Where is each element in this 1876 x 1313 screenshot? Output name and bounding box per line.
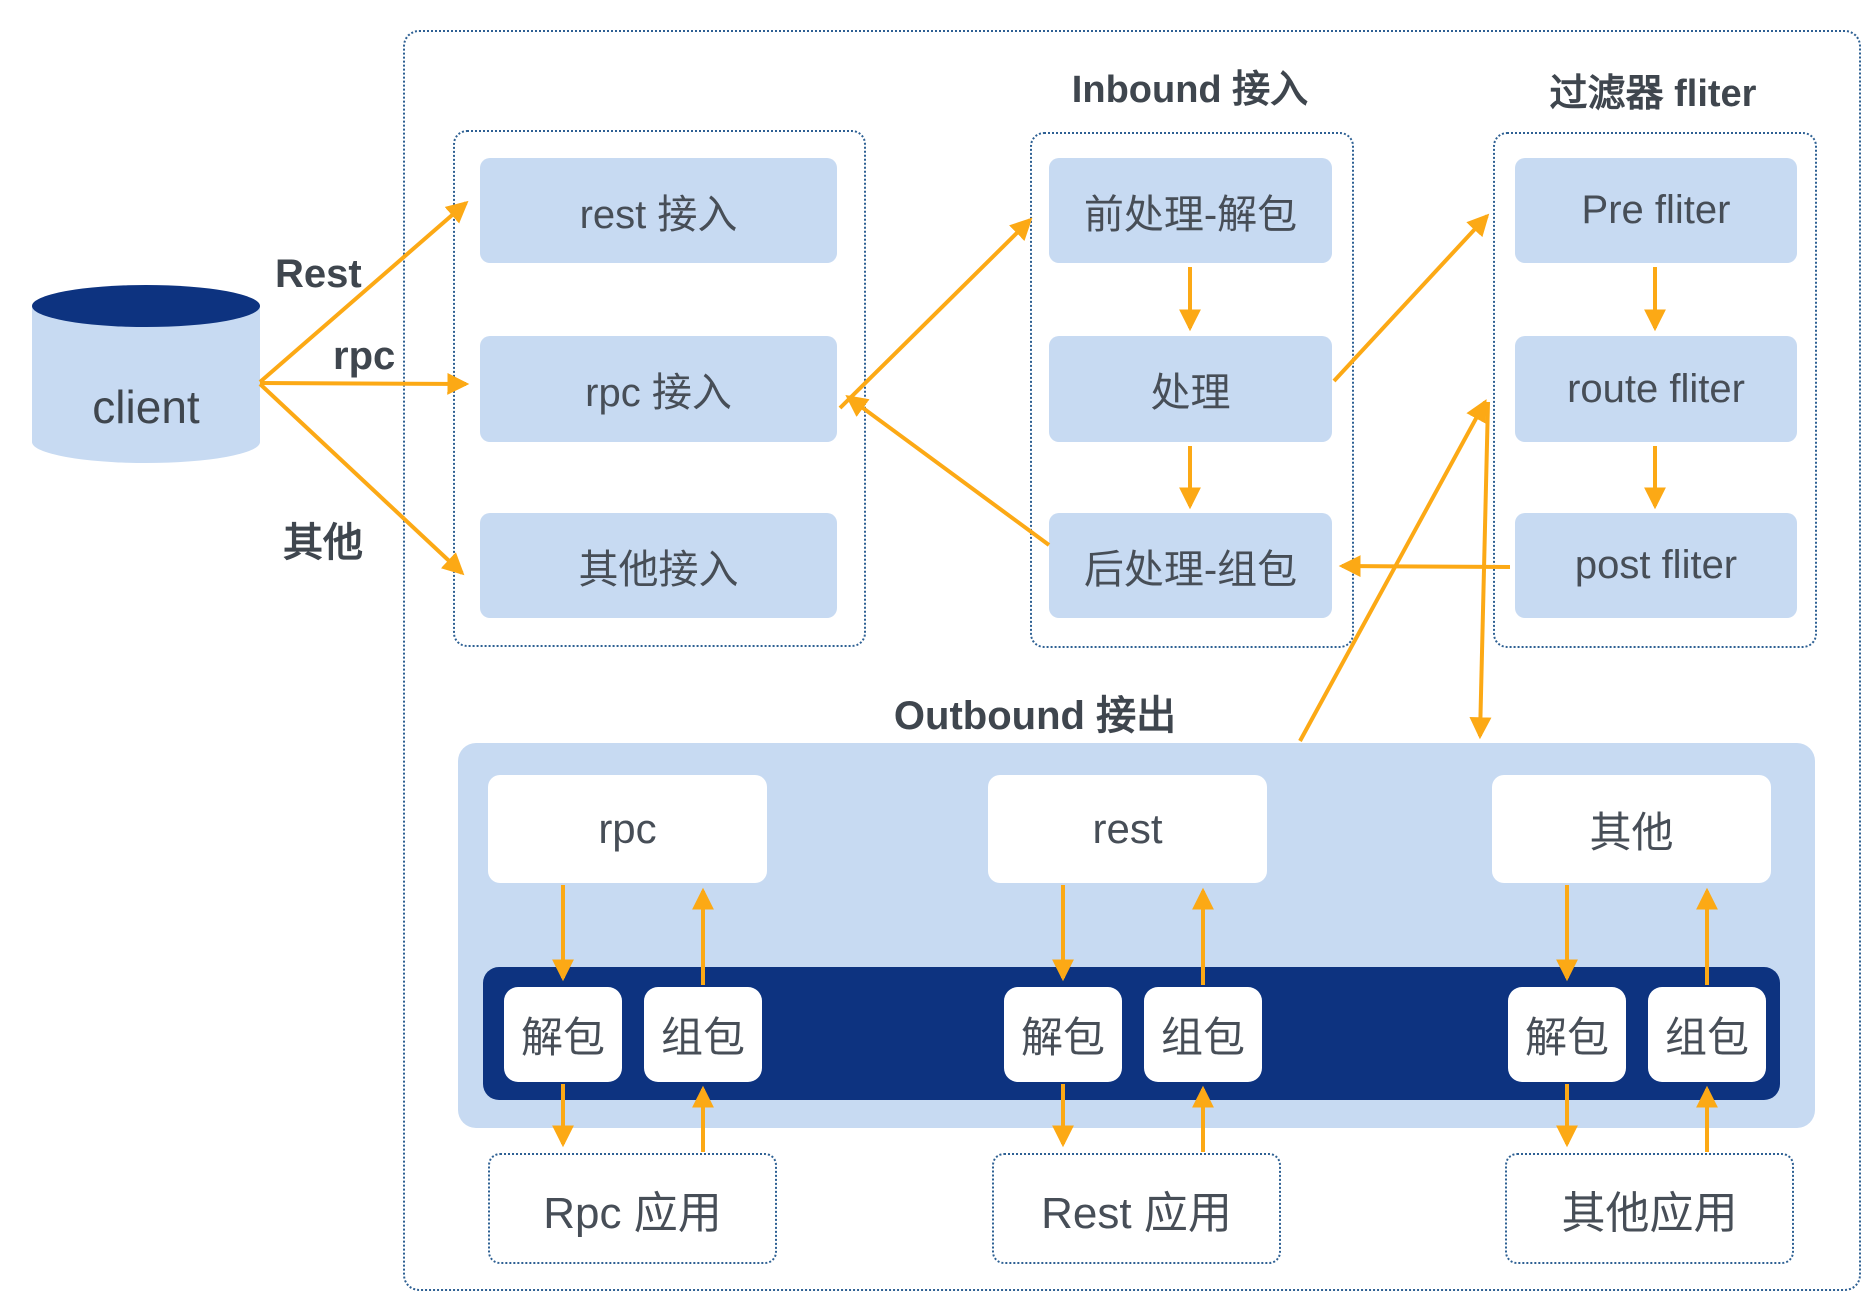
pack-box-rest: 组包 bbox=[1144, 987, 1262, 1082]
gateway-outer-frame bbox=[403, 30, 1861, 1291]
app-box-rpc: Rpc 应用 bbox=[488, 1153, 777, 1264]
cylinder-bottom bbox=[32, 421, 260, 463]
outbound-protocol-other: 其他 bbox=[1492, 775, 1771, 883]
client-label: client bbox=[92, 381, 200, 433]
app-box-rest: Rest 应用 bbox=[992, 1153, 1281, 1264]
unpack-box-rpc: 解包 bbox=[504, 987, 622, 1082]
outbound-title: Outbound 接出 bbox=[893, 694, 1177, 738]
app-box-other: 其他应用 bbox=[1505, 1153, 1794, 1264]
edge-label-rest: Rest bbox=[275, 252, 362, 296]
inbound-title: Inbound 接入 bbox=[1071, 69, 1309, 111]
filter-title: 过滤器 fliter bbox=[1549, 73, 1757, 115]
outbound-protocol-rpc: rpc bbox=[488, 775, 767, 883]
unpack-box-other: 解包 bbox=[1508, 987, 1626, 1082]
node-pre-filter: Pre fliter bbox=[1515, 158, 1797, 263]
cylinder-top bbox=[32, 285, 260, 327]
cylinder-body bbox=[32, 306, 260, 442]
edge-label-rpc: rpc bbox=[333, 334, 396, 378]
pack-box-other: 组包 bbox=[1648, 987, 1766, 1082]
node-post-filter: post fliter bbox=[1515, 513, 1797, 618]
node-post-process: 后处理-组包 bbox=[1049, 513, 1332, 618]
node-other-access: 其他接入 bbox=[480, 513, 837, 618]
client-database-shape: client bbox=[32, 285, 260, 463]
node-process: 处理 bbox=[1049, 336, 1332, 442]
pack-box-rpc: 组包 bbox=[644, 987, 762, 1082]
node-route-filter: route fliter bbox=[1515, 336, 1797, 442]
node-pre-process: 前处理-解包 bbox=[1049, 158, 1332, 263]
unpack-box-rest: 解包 bbox=[1004, 987, 1122, 1082]
node-rpc-access: rpc 接入 bbox=[480, 336, 837, 442]
node-rest-access: rest 接入 bbox=[480, 158, 837, 263]
edge-label-other: 其他 bbox=[283, 521, 363, 565]
outbound-protocol-rest: rest bbox=[988, 775, 1267, 883]
